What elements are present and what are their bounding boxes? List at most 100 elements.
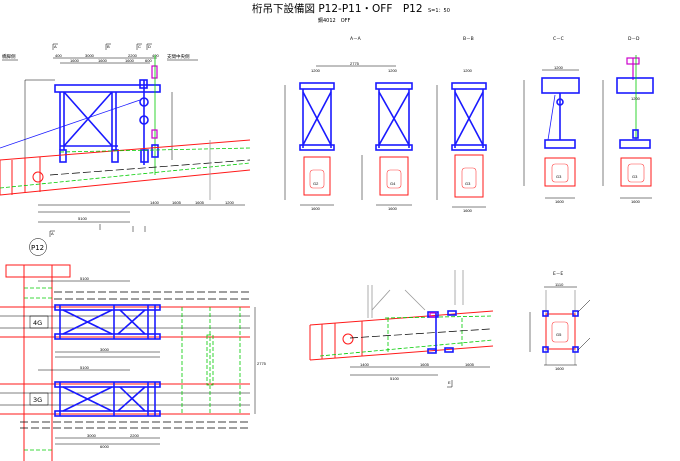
drawing-line <box>49 159 251 176</box>
dimension-label: 1605 <box>465 362 475 367</box>
section-title: E－E <box>553 271 563 277</box>
girder-label-3g: 3G <box>33 396 42 404</box>
drawing-line <box>556 98 564 106</box>
drawing-scale: S=1：50 <box>428 8 450 14</box>
dimension-label: 2200 <box>130 433 140 438</box>
dimension-label: G2 <box>313 181 319 186</box>
drawing-line <box>105 43 111 50</box>
drawing-line <box>319 339 494 357</box>
drawing-line <box>551 163 569 183</box>
drawing-line <box>303 156 331 196</box>
girder-label-4g: 4G <box>33 319 42 327</box>
drawing-line <box>299 144 335 151</box>
drawing-line <box>151 144 159 158</box>
drawing-line <box>572 346 579 353</box>
dimension-label: 5100 <box>390 376 400 381</box>
label-pier-side: 橋脚側 <box>2 53 16 60</box>
drawing-line <box>309 169 325 189</box>
dimension-label: 1200 <box>463 68 473 73</box>
drawing-group: G2 1600 1200 <box>284 68 335 211</box>
dimension-label: 1600 <box>98 58 108 63</box>
dimension-label: 3000 <box>100 347 110 352</box>
drawing-line <box>572 310 579 317</box>
dimension-label: 1200 <box>388 68 398 73</box>
dimension-label: 600 <box>145 58 152 63</box>
drawing-line <box>54 304 161 311</box>
dimension-label: A <box>51 231 54 236</box>
drawing-line <box>0 162 251 189</box>
dimension-label: 1600 <box>555 199 565 204</box>
dimension-label: 6000 <box>100 444 110 449</box>
plan-view: P12 A 4G 5100 3000 3G 5100 3000 2200 <box>0 230 267 461</box>
dimension-label: 5100 <box>80 365 90 370</box>
drawing-line <box>378 91 410 146</box>
section-e-e: E－E 1110 G5 1600 <box>529 271 591 371</box>
drawing-line <box>206 334 214 386</box>
drawing-line <box>619 139 651 149</box>
drawing-line <box>542 310 549 317</box>
drawing-line <box>151 65 158 79</box>
drawing-line <box>447 380 453 388</box>
drawing-line <box>136 43 142 50</box>
drawing-line <box>299 82 335 90</box>
pier-label: P12 <box>31 244 44 252</box>
dimension-label: G4 <box>390 181 396 186</box>
dimension-label: 1600 <box>125 58 135 63</box>
dimension-label: 1200 <box>311 68 321 73</box>
dimension-label: 400 <box>152 53 159 58</box>
drawing-line <box>62 386 113 412</box>
section-marker-c: C <box>136 43 142 50</box>
drawing-line <box>54 410 161 417</box>
drawing-line <box>632 129 639 139</box>
dimension-label: E <box>448 380 451 385</box>
drawing-line <box>616 77 654 94</box>
drawing-line <box>577 337 591 351</box>
section-title: D－D <box>628 36 640 42</box>
section-b-b: B－B G3 1600 1200 <box>436 36 487 213</box>
section-a-a: A－A 2775 G2 1600 1200 G4 1600 1200 <box>284 36 413 211</box>
drawing-line <box>461 167 477 189</box>
drawing-line <box>620 157 652 187</box>
drawing-line <box>49 230 55 237</box>
dimension-label: 1200 <box>225 200 235 205</box>
dimension-label: G3 <box>632 174 638 179</box>
drawing-line <box>151 129 158 139</box>
drawing-line <box>379 156 409 196</box>
drawing-line <box>386 169 402 189</box>
drawing-line <box>54 333 161 340</box>
drawing-line <box>545 313 576 350</box>
drawing-line <box>139 97 149 107</box>
drawing-line <box>542 346 549 353</box>
drawing-line <box>447 310 457 316</box>
drawing-line <box>0 169 251 196</box>
drawing-line <box>111 149 119 163</box>
pier-marker <box>29 238 47 256</box>
dimension-label: 5100 <box>78 216 88 221</box>
dimension-label: G3 <box>465 181 471 186</box>
drawing-line <box>63 91 113 147</box>
dimension-label: 1400 <box>150 200 160 205</box>
drawing-line <box>29 315 49 329</box>
dimension-label: 400 <box>55 53 62 58</box>
drawing-title: 桁吊下設備図 P12-P11・OFF P12 <box>252 2 423 15</box>
drawing-line <box>54 381 161 388</box>
dimension-label: G3 <box>556 174 562 179</box>
drawing-line <box>454 154 484 198</box>
drawing-group: G4 1600 1200 <box>361 68 413 211</box>
drawing-line <box>0 139 251 161</box>
dimension-label: 2775 <box>350 61 360 66</box>
drawing-line <box>349 328 491 339</box>
drawing-line <box>444 347 454 353</box>
drawing-subtitle: 鋼4012 OFF <box>318 17 351 24</box>
drawing-line <box>375 82 413 90</box>
drawing-line <box>62 309 113 335</box>
drawing-line <box>302 91 332 146</box>
section-title: A－A <box>350 36 362 42</box>
section-d-d: D－D G3 1600 1200 <box>602 36 654 204</box>
section-marker-a: A <box>52 43 58 50</box>
dimension-label: 1605 <box>172 200 182 205</box>
dimension-label: G5 <box>556 332 562 337</box>
drawing-line <box>146 43 152 50</box>
detail-elevation: 1400 1605 1605 5100 E <box>309 270 494 388</box>
dimension-label: D <box>148 44 151 49</box>
